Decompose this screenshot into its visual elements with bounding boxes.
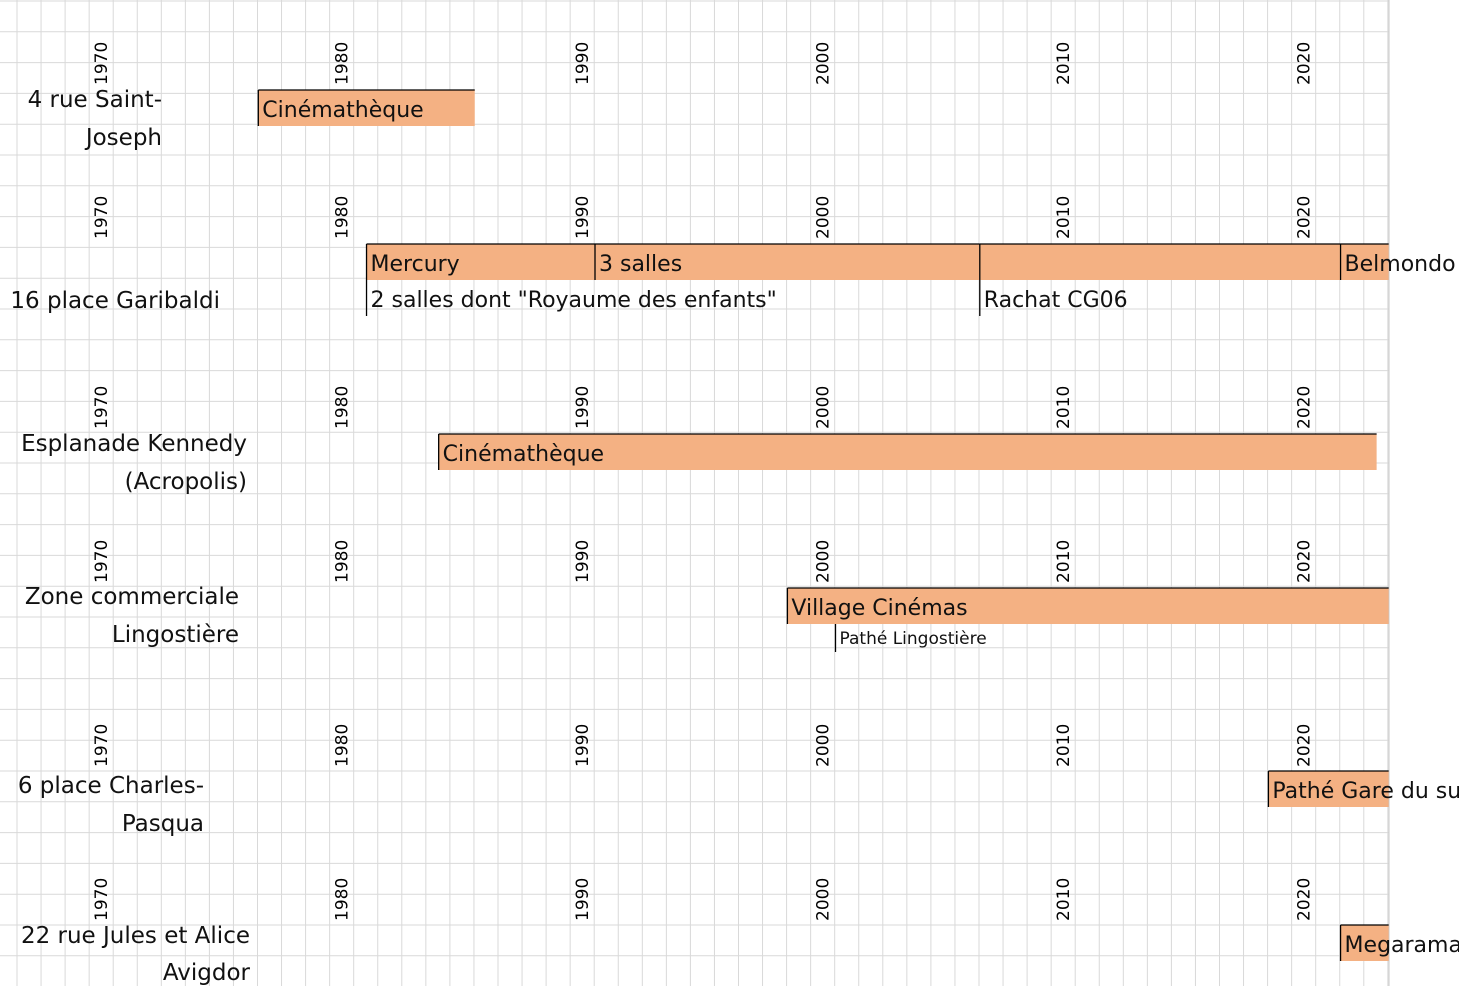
timeline-bar [1268,771,1389,807]
event-label: 2 salles dont "Royaume des enfants" [371,288,777,313]
bar-label: Belmondo [1345,252,1456,277]
year-tick-label: 2020 [1295,386,1315,429]
year-tick-label: 1980 [333,724,353,767]
timeline-bar [258,90,475,126]
location-label: Joseph [84,125,162,151]
year-tick-label: 1970 [92,196,112,239]
year-tick-label: 1980 [333,878,353,921]
location-label: 22 rue Jules et Alice [21,923,250,949]
location-label: 4 rue Saint- [28,87,162,113]
bar-label: Megarama [1345,933,1459,958]
year-tick-label: 1970 [92,42,112,85]
timeline-bar [366,244,595,280]
year-tick-label: 1990 [573,196,593,239]
location-label: Pasqua [122,811,204,837]
year-tick-label: 2000 [814,724,834,767]
year-tick-label: 2000 [814,878,834,921]
bar-label: Mercury [371,252,460,277]
timeline-bar [1340,244,1389,280]
timeline-bar [787,588,1389,624]
year-tick-label: 2010 [1054,386,1074,429]
event-label: Rachat CG06 [984,288,1128,313]
year-tick-label: 1990 [573,42,593,85]
location-label: Lingostière [112,622,239,648]
year-tick-label: 1980 [333,196,353,239]
year-tick-label: 1980 [333,42,353,85]
year-tick-label: 2010 [1054,196,1074,239]
year-tick-label: 2010 [1054,724,1074,767]
location-label: 16 place Garibaldi [10,288,220,314]
timeline-bar [595,244,980,280]
timeline-bar [438,434,1377,470]
year-tick-label: 2000 [814,42,834,85]
year-tick-label: 2000 [814,196,834,239]
year-tick-label: 2020 [1295,540,1315,583]
year-tick-label: 1990 [573,386,593,429]
year-tick-label: 2000 [814,540,834,583]
bar-label: Cinémathèque [262,98,423,123]
year-tick-label: 2020 [1295,42,1315,85]
year-tick-label: 1970 [92,386,112,429]
year-tick-label: 2020 [1295,724,1315,767]
year-tick-label: 1970 [92,540,112,583]
location-label: Esplanade Kennedy [21,431,247,457]
year-tick-label: 1990 [573,540,593,583]
year-tick-label: 2020 [1295,196,1315,239]
year-tick-label: 1980 [333,386,353,429]
year-tick-label: 2020 [1295,878,1315,921]
grid [0,0,1389,986]
location-label: Avigdor [163,960,251,986]
bar-label: Cinémathèque [443,442,604,467]
location-label: Zone commerciale [25,584,239,610]
location-label: (Acropolis) [125,469,247,495]
year-tick-label: 1970 [92,878,112,921]
bar-label: Village Cinémas [791,596,967,621]
year-tick-label: 1990 [573,878,593,921]
bar-label: Pathé Gare du sud [1272,779,1459,804]
year-tick-label: 1990 [573,724,593,767]
year-tick-label: 2000 [814,386,834,429]
event-label: Pathé Lingostière [840,629,987,649]
year-tick-label: 1980 [333,540,353,583]
timeline-bar [979,244,1341,280]
location-label: 6 place Charles- [18,773,204,799]
year-tick-label: 2010 [1054,540,1074,583]
year-tick-label: 2010 [1054,42,1074,85]
year-tick-label: 1970 [92,724,112,767]
year-tick-label: 2010 [1054,878,1074,921]
bar-label: 3 salles [599,252,682,277]
timeline-bar [1340,925,1389,961]
